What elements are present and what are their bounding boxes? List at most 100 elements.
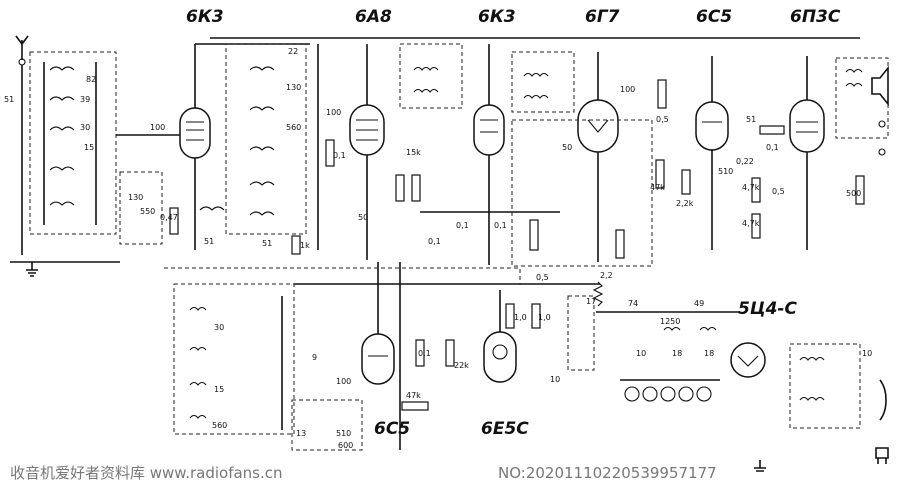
- c8-value: 51: [262, 239, 272, 248]
- c30-value: 600: [338, 441, 353, 450]
- r16-value: 49: [694, 299, 704, 308]
- c12-value: 0,1: [456, 221, 469, 230]
- power-transformer-shield: [789, 343, 861, 429]
- if-amp-tube: [473, 104, 505, 156]
- c31-value: 30: [214, 323, 224, 332]
- input-coil-shield: [29, 51, 117, 235]
- oscillator-stage: 30 15 560 9 100 47k 0,1 22k 13 510 600: [173, 262, 469, 451]
- filter-choke: [663, 326, 717, 331]
- tube-label-if-amp: 6К3: [478, 7, 516, 27]
- band-switch-eye: [567, 295, 595, 371]
- r9-value: 47k: [650, 183, 665, 192]
- ground-icon: [754, 467, 766, 472]
- lamp-icon: [642, 386, 658, 402]
- tuning-eye-tube: [483, 331, 517, 383]
- r20-value: 47k: [406, 391, 421, 400]
- antenna-icon: [15, 35, 29, 46]
- converter-coil-shield: [225, 43, 307, 235]
- if-transformer-1: [399, 43, 463, 109]
- band-switch-shield: [119, 171, 163, 245]
- mains-cord: [879, 379, 887, 421]
- c19-value: 0,5: [772, 187, 785, 196]
- c10-value: 50: [358, 213, 368, 222]
- c24-value: 10: [862, 349, 872, 358]
- r8-value: 17: [586, 297, 596, 306]
- r2-value: 1k: [300, 241, 310, 250]
- c6-value: 130: [286, 83, 301, 92]
- tube-label-tuning-eye: 6Е5С: [481, 419, 529, 439]
- detector-stage: 50 100 0,5 2,2 17: [511, 52, 653, 307]
- converter-section: 22 130 560 51 1k 100 0,1 50 15k 0,1: [225, 43, 441, 260]
- tuning-eye-stage: 1,0 1,0 10: [483, 290, 595, 384]
- tube-label-rf-amp: 6К3: [186, 7, 224, 27]
- power-supply: 74 49 1250 10 18 18 10: [596, 299, 889, 472]
- output-transformer: [845, 68, 863, 87]
- r22-value: 22k: [454, 361, 469, 370]
- r11-value: 4,7k: [742, 183, 760, 192]
- r10-value: 2,2k: [676, 199, 694, 208]
- r17-value: 1250: [660, 317, 680, 326]
- r13-value: 0,1: [766, 143, 779, 152]
- detector-shield: [511, 119, 653, 267]
- r4-resistor: [395, 174, 405, 202]
- mains-plug-icon: [875, 447, 889, 464]
- r13-resistor: [759, 125, 785, 135]
- tube-label-oscillator: 6С5: [374, 419, 410, 439]
- rf-amp-tube: [179, 107, 211, 159]
- c22-value: 18: [672, 349, 682, 358]
- watermark-serial: NO:20201110220539957177: [498, 464, 717, 482]
- r4-value: 15k: [406, 148, 421, 157]
- c26-value: 9: [312, 353, 317, 362]
- r14-value: 4,7k: [742, 219, 760, 228]
- r10-resistor: [681, 169, 691, 195]
- c13-value: 0,1: [494, 221, 507, 230]
- driver-stage: 47k 0,5 2,2k 510 0,22 4,7k 0,5 4,7k: [650, 56, 785, 250]
- c28-value: 13: [296, 429, 306, 438]
- c25-value: 10: [550, 375, 560, 384]
- r19-value: 1,0: [538, 313, 551, 322]
- rectifier-tube: [730, 342, 766, 378]
- r6-value: 0,5: [536, 273, 549, 282]
- c33-value: 560: [212, 421, 227, 430]
- c32-value: 15: [214, 385, 224, 394]
- c16-value: 0,5: [656, 115, 669, 124]
- r5-resistor: [411, 174, 421, 202]
- watermark-site: 收音机爱好者资料库 www.radiofans.cn: [10, 464, 283, 482]
- r14-resistor: [751, 213, 761, 239]
- tube-label-detector: 6Г7: [585, 7, 620, 27]
- coil-value-82: 82: [86, 75, 96, 84]
- if-transformer-2: [511, 51, 575, 113]
- coil-value-15: 15: [84, 143, 94, 152]
- antenna-cap-value: 51: [4, 95, 14, 104]
- c20-value: 51: [746, 115, 756, 124]
- r21-resistor: [415, 339, 425, 367]
- speaker-terminal: [878, 148, 886, 156]
- pilot-lamps: [624, 386, 712, 402]
- coil-value-30: 30: [80, 123, 90, 132]
- diode-plates: [587, 119, 609, 133]
- tube-label-output: 6П3С: [790, 7, 841, 27]
- if-coils-2: [523, 72, 549, 99]
- c1-value: 100: [150, 123, 165, 132]
- c18-value: 0,22: [736, 157, 754, 166]
- coil-value-39: 39: [80, 95, 90, 104]
- r7-resistor: [615, 229, 625, 259]
- c3-value: 550: [140, 207, 155, 216]
- lamp-icon: [678, 386, 694, 402]
- r8-resistor: [592, 281, 604, 307]
- lamp-icon: [624, 386, 640, 402]
- r11-resistor: [751, 177, 761, 203]
- r2-resistor: [291, 235, 301, 255]
- rf-amp-stage: 100 0,47 130 550 51: [116, 44, 225, 250]
- tube-label-driver: 6С5: [696, 7, 732, 27]
- oscillator-tube: [361, 333, 395, 385]
- if-amp-stage: 0,1 0,1: [420, 44, 560, 265]
- mechanical-link: [164, 267, 521, 284]
- osc-coil-shield: [173, 283, 295, 435]
- r3-value: 0,1: [333, 151, 346, 160]
- r6-resistor: [529, 219, 539, 251]
- c29-value: 510: [336, 429, 351, 438]
- r1-value: 0,47: [160, 213, 178, 222]
- padder-cap-bank: [291, 399, 363, 451]
